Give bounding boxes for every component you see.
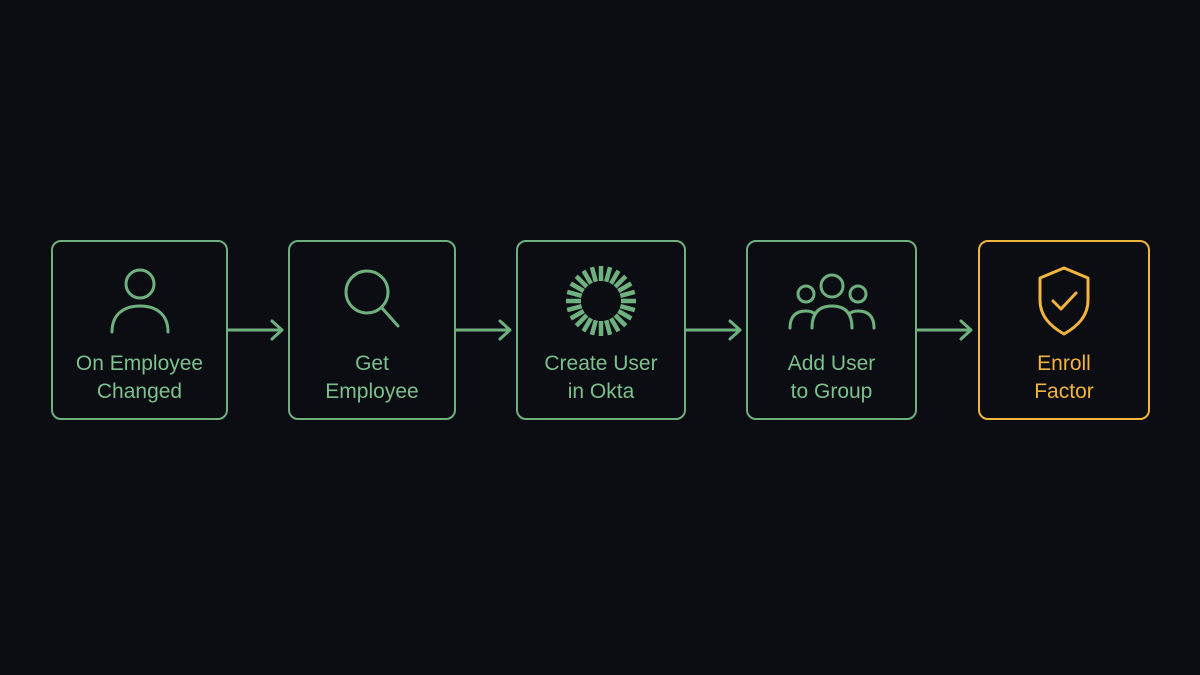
node-label: Add User to Group <box>787 352 876 403</box>
search-icon <box>290 264 454 338</box>
node-label: Enroll Factor <box>1034 352 1094 403</box>
sunburst-ray <box>613 313 628 328</box>
sunburst-ray <box>604 319 613 336</box>
shield-check-icon <box>980 264 1148 338</box>
sunburst-ray <box>609 269 621 285</box>
sunburst-ray <box>619 289 636 298</box>
node-label: Get Employee <box>325 352 419 403</box>
group-icon <box>748 264 915 338</box>
sunburst-ray <box>613 274 628 289</box>
node-label: Create User in Okta <box>544 352 658 403</box>
sunburst-ray <box>569 281 585 293</box>
sunburst-ray <box>589 319 598 336</box>
sunburst-ray <box>617 309 633 321</box>
flow-arrow <box>456 319 512 341</box>
user-icon <box>53 264 226 338</box>
sunburst-ray <box>569 309 585 321</box>
flow-arrow <box>228 319 284 341</box>
node-label: On Employee Changed <box>75 352 204 403</box>
flow-arrow <box>917 319 973 341</box>
sunburst-ray <box>581 269 593 285</box>
sunburst-ray <box>617 281 633 293</box>
node-get-employee: Get Employee <box>288 240 456 420</box>
okta-sunburst-icon <box>518 264 684 338</box>
sunburst-ray <box>574 274 589 289</box>
sunburst-ray <box>566 304 583 313</box>
node-create-user-in-okta: Create User in Okta <box>516 240 686 420</box>
sunburst-ray <box>589 266 598 283</box>
node-enroll-factor: Enroll Factor <box>978 240 1150 420</box>
sunburst-ray <box>609 317 621 333</box>
node-add-user-to-group: Add User to Group <box>746 240 917 420</box>
node-on-employee-changed: On Employee Changed <box>51 240 228 420</box>
flow-arrow <box>686 319 742 341</box>
sunburst-ray <box>581 317 593 333</box>
sunburst-ray <box>619 304 636 313</box>
sunburst-ray <box>574 313 589 328</box>
sunburst-ray <box>566 289 583 298</box>
sunburst-ray <box>604 266 613 283</box>
